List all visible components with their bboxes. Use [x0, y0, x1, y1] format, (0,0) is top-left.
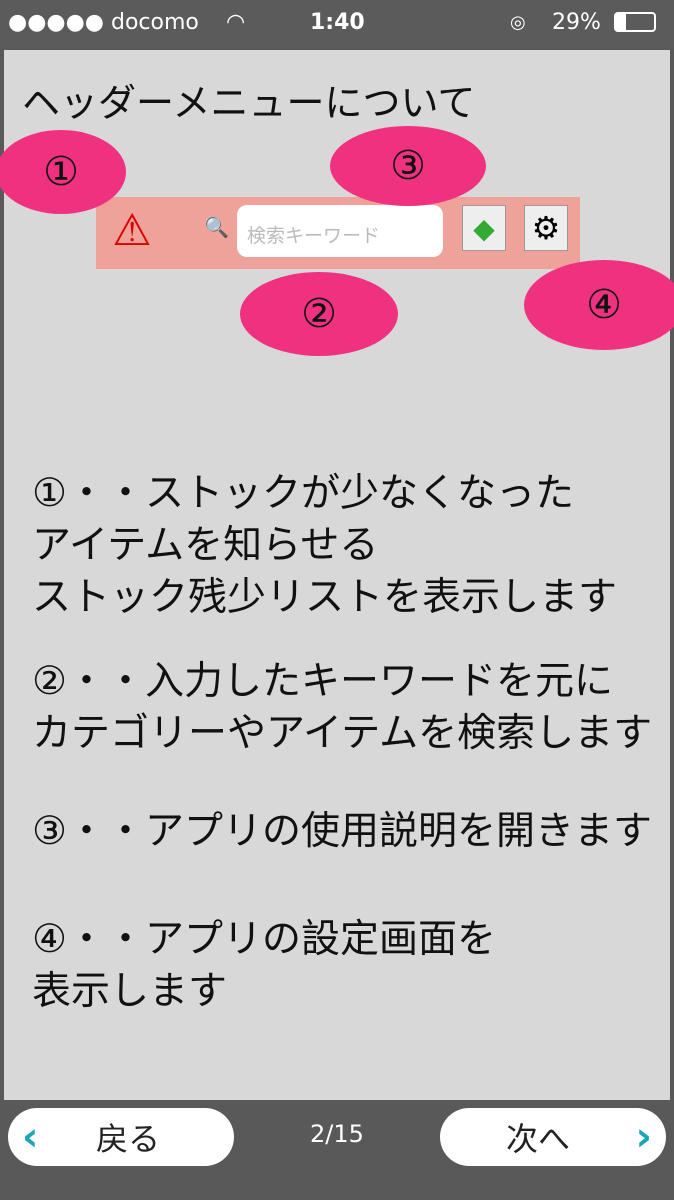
- callout-1: ①: [0, 130, 126, 214]
- text-line: ②・・入力したキーワードを元に: [32, 659, 613, 704]
- gear-icon: ⚙: [524, 205, 568, 251]
- beginner-mark-icon: ◆: [462, 205, 506, 251]
- text-line: 表示します: [32, 969, 228, 1014]
- battery-icon: [614, 12, 656, 32]
- header-toolbar-image: ⚠ 🔍 検索キーワード ◆ ⚙: [96, 197, 580, 269]
- battery-percent: 29%: [552, 10, 601, 35]
- callout-1-label: ①: [43, 149, 79, 195]
- next-button[interactable]: 次へ ›: [440, 1108, 666, 1166]
- text-line: ③・・アプリの使用説明を開きます: [32, 809, 652, 854]
- search-input: 検索キーワード: [237, 205, 443, 257]
- callout-2-label: ②: [301, 291, 337, 337]
- description-4: ④・・アプリの設定画面を 表示します: [32, 914, 496, 1018]
- text-line: ④・・アプリの設定画面を: [32, 917, 496, 962]
- callout-4: ④: [524, 260, 674, 350]
- page-title: ヘッダーメニューについて: [22, 81, 476, 125]
- back-button[interactable]: ‹ 戻る: [8, 1108, 234, 1166]
- next-label: 次へ: [506, 1120, 571, 1158]
- callout-4-label: ④: [586, 282, 622, 328]
- text-line: アイテムを知らせる: [32, 523, 379, 568]
- text-line: ストック残少リストを表示します: [32, 575, 618, 620]
- carrier: ●●●●● docomo: [8, 10, 199, 35]
- wifi-icon: ◠: [226, 10, 246, 35]
- rotation-lock-icon: ◎: [510, 12, 526, 33]
- callout-2: ②: [240, 272, 398, 356]
- description-3: ③・・アプリの使用説明を開きます: [32, 806, 652, 858]
- content-panel: ヘッダーメニューについて ⚠ 🔍 検索キーワード ◆ ⚙ ① ② ③ ④ ①・・…: [0, 50, 674, 1100]
- warning-icon: ⚠: [112, 204, 152, 256]
- description-1: ①・・ストックが少なくなった アイテムを知らせる ストック残少リストを表示します: [32, 468, 617, 624]
- search-icon: 🔍: [204, 215, 229, 239]
- text-line: ①・・ストックが少なくなった: [32, 471, 574, 516]
- callout-3: ③: [330, 126, 486, 206]
- chevron-left-icon: ‹: [22, 1114, 39, 1160]
- page-indicator: 2/15: [310, 1120, 364, 1148]
- chevron-right-icon: ›: [635, 1114, 652, 1160]
- callout-3-label: ③: [390, 143, 426, 189]
- back-label: 戻る: [96, 1120, 161, 1158]
- status-bar: ●●●●● docomo ◠ 1:40 ◎ 29%: [0, 0, 674, 48]
- text-line: カテゴリーやアイテムを検索します: [32, 711, 653, 756]
- clock: 1:40: [310, 10, 365, 35]
- description-2: ②・・入力したキーワードを元に カテゴリーやアイテムを検索します: [32, 656, 652, 760]
